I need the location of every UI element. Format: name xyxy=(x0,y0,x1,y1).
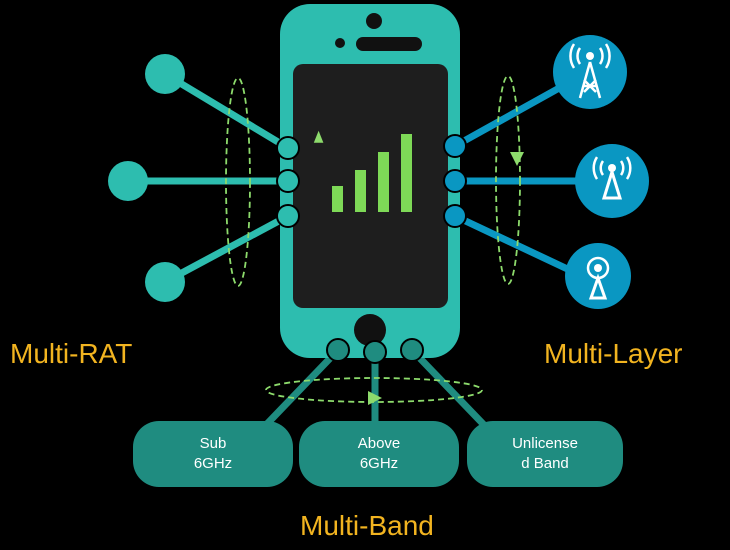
signal-bar-3 xyxy=(378,152,389,212)
rat-arrow-icon xyxy=(313,130,324,143)
band-pill-unlicensed: Unlicense d Band xyxy=(467,421,623,487)
access-point-icon xyxy=(565,243,631,309)
signal-bar-4 xyxy=(401,134,412,212)
layer-arrow-icon xyxy=(510,152,524,166)
signal-strength-icon xyxy=(332,134,412,212)
phone-screen xyxy=(293,64,448,308)
band-arrow-icon xyxy=(368,391,382,405)
small-cell-tower-icon xyxy=(575,144,649,218)
signal-bar-1 xyxy=(332,186,343,212)
band-pill-above-6ghz: Above 6GHz xyxy=(299,421,459,487)
layer-port-top xyxy=(443,134,467,158)
rat-port-middle xyxy=(276,169,300,193)
rat-node-middle xyxy=(108,161,148,201)
phone-ports xyxy=(276,134,467,364)
phone xyxy=(280,4,460,358)
band-port-middle xyxy=(363,340,387,364)
multi-rat-label: Multi-RAT xyxy=(10,338,133,369)
multi-rat-connectors xyxy=(108,54,290,302)
band-line-2: 6GHz xyxy=(193,455,233,472)
band-port-left xyxy=(326,338,350,362)
band-line-2: 6GHz xyxy=(359,455,399,472)
signal-bar-2 xyxy=(355,170,366,212)
band-port-right xyxy=(400,338,424,362)
rat-rotation-ellipse xyxy=(225,77,251,287)
band-rotation-ellipse xyxy=(265,377,483,403)
phone-camera xyxy=(366,13,382,29)
band-line-2: d Band xyxy=(521,455,569,472)
antenna-tower-icon xyxy=(553,35,627,109)
rotation-indicators xyxy=(225,75,521,403)
phone-sensor xyxy=(335,38,345,48)
rat-node-top xyxy=(145,54,185,94)
rat-node-bottom xyxy=(145,262,185,302)
phone-speaker xyxy=(356,37,422,51)
multi-layer-label: Multi-Layer xyxy=(544,338,683,369)
band-line-1: Above xyxy=(357,435,401,452)
band-line-1: Unlicense xyxy=(512,435,578,452)
band-line-1: Sub xyxy=(199,435,227,452)
layer-port-bottom xyxy=(443,204,467,228)
layer-rotation-ellipse xyxy=(495,75,521,285)
rat-port-bottom xyxy=(276,204,300,228)
phone-home-button xyxy=(354,314,386,346)
multi-band-label: Multi-Band xyxy=(300,510,434,541)
band-pill-sub-6ghz: Sub 6GHz xyxy=(133,421,293,487)
rat-port-top xyxy=(276,136,300,160)
layer-port-middle xyxy=(443,169,467,193)
